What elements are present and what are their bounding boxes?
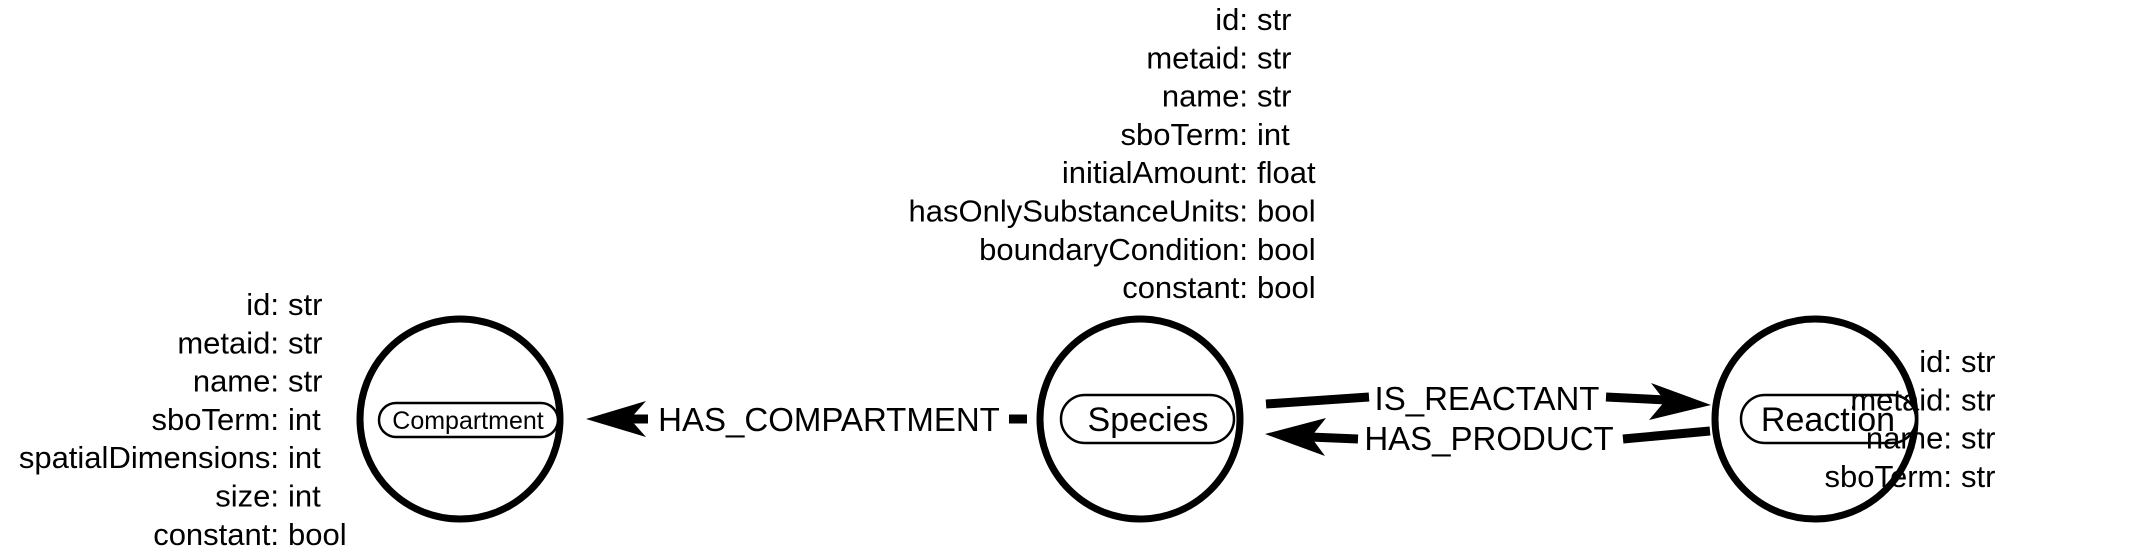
compartment-node-label-pill <box>377 401 560 439</box>
compartment-property-type: int <box>288 479 321 514</box>
compartment-property-type: str <box>288 325 322 360</box>
compartment-properties: id:strmetaid:strname:strsboTerm:intspati… <box>19 287 347 552</box>
species-property-name: hasOnlySubstanceUnits: <box>909 194 1248 229</box>
species-property-row: boundaryCondition: bool <box>979 232 1315 267</box>
species-property-row: name: str <box>1162 79 1292 114</box>
reaction-property-row: name: str <box>1866 421 1996 456</box>
edge-is-reactant-line-right <box>1605 392 1668 405</box>
species-property-row: sboTerm: int <box>1121 117 1291 152</box>
compartment-property-type: int <box>288 440 321 475</box>
species-property-type: int <box>1257 117 1290 152</box>
reaction-property-row: metaid: str <box>1850 382 1995 417</box>
edge-has-product-line-left <box>1309 432 1359 444</box>
species-node-label-pill <box>1059 393 1236 445</box>
reaction-property-type: str <box>1961 421 1995 456</box>
reaction-property-name: name: <box>1866 421 1952 456</box>
reaction-property-name: metaid: <box>1850 382 1952 417</box>
compartment-property-row: id: str <box>246 287 322 322</box>
species-property-row: id: str <box>1215 2 1291 37</box>
edge-has-product-arrowhead <box>1265 418 1326 456</box>
compartment-property-name: sboTerm: <box>152 402 279 437</box>
reaction-property-name: id: <box>1919 344 1952 379</box>
reaction-property-row: sboTerm: str <box>1825 459 1996 494</box>
species-property-name: initialAmount: <box>1062 155 1248 190</box>
edge-has-product-line-right <box>1622 426 1711 444</box>
compartment-property-name: constant: <box>153 517 279 552</box>
species-property-name: name: <box>1162 79 1248 114</box>
species-property-type: str <box>1257 79 1291 114</box>
species-property-row: initialAmount: float <box>1062 155 1316 190</box>
species-property-name: id: <box>1215 2 1248 37</box>
species-property-row: metaid: str <box>1146 40 1291 75</box>
species-node-label: Species <box>1088 401 1209 439</box>
species-property-name: metaid: <box>1146 40 1248 75</box>
species-property-type: bool <box>1257 270 1316 305</box>
edge-has-product[interactable]: HAS_PRODUCT <box>1265 418 1711 457</box>
compartment-property-type: int <box>288 402 321 437</box>
edge-has-compartment-arrowhead <box>586 401 646 437</box>
compartment-property-type: str <box>288 364 322 399</box>
compartment-property-row: constant: bool <box>153 517 346 552</box>
species-properties: id:strmetaid:strname:strsboTerm:intiniti… <box>909 2 1316 305</box>
compartment-property-type: bool <box>288 517 347 552</box>
reaction-property-row: id: str <box>1919 344 1995 379</box>
edge-is-reactant-line-left <box>1265 392 1370 409</box>
compartment-node-label: Compartment <box>392 407 543 435</box>
species-property-type: bool <box>1257 194 1316 229</box>
species-node[interactable]: Species <box>1036 315 1244 523</box>
species-property-name: constant: <box>1122 270 1248 305</box>
reaction-property-type: str <box>1961 459 1995 494</box>
edge-is-reactant[interactable]: IS_REACTANT <box>1265 380 1711 420</box>
compartment-property-name: id: <box>246 287 279 322</box>
reaction-property-type: str <box>1961 382 1995 417</box>
compartment-property-row: metaid: str <box>177 325 322 360</box>
reaction-node-label: Reaction <box>1761 401 1895 439</box>
species-property-row: constant: bool <box>1122 270 1315 305</box>
species-property-row: hasOnlySubstanceUnits: bool <box>909 194 1316 229</box>
edge-is-reactant-label: IS_REACTANT <box>1375 380 1600 417</box>
compartment-property-row: sboTerm: int <box>152 402 322 437</box>
compartment-property-name: size: <box>215 479 279 514</box>
species-property-type: str <box>1257 2 1291 37</box>
species-property-type: str <box>1257 40 1291 75</box>
edge-is-reactant-arrowhead <box>1649 383 1711 420</box>
edge-has-compartment[interactable]: HAS_COMPARTMENT <box>586 401 1027 438</box>
compartment-property-name: name: <box>193 364 279 399</box>
compartment-property-row: spatialDimensions: int <box>19 440 321 475</box>
edge-has-product-label: HAS_PRODUCT <box>1364 420 1613 457</box>
species-property-name: boundaryCondition: <box>979 232 1248 267</box>
species-property-type: float <box>1257 155 1316 190</box>
compartment-property-type: str <box>288 287 322 322</box>
compartment-property-name: metaid: <box>177 325 279 360</box>
reaction-property-name: sboTerm: <box>1825 459 1952 494</box>
compartment-property-row: size: int <box>215 479 321 514</box>
reaction-property-type: str <box>1961 344 1995 379</box>
species-property-name: sboTerm: <box>1121 117 1248 152</box>
compartment-property-name: spatialDimensions: <box>19 440 279 475</box>
species-property-type: bool <box>1257 232 1316 267</box>
reaction-node[interactable]: Reaction <box>1711 315 1919 523</box>
reaction-node-label-pill <box>1739 393 1918 445</box>
reaction-properties: id: str metaid: str name: str sboTerm: str <box>1825 344 1996 494</box>
edge-has-compartment-label: HAS_COMPARTMENT <box>658 401 1000 438</box>
compartment-node[interactable]: Compartment <box>356 315 564 523</box>
compartment-property-row: name: str <box>193 364 323 399</box>
